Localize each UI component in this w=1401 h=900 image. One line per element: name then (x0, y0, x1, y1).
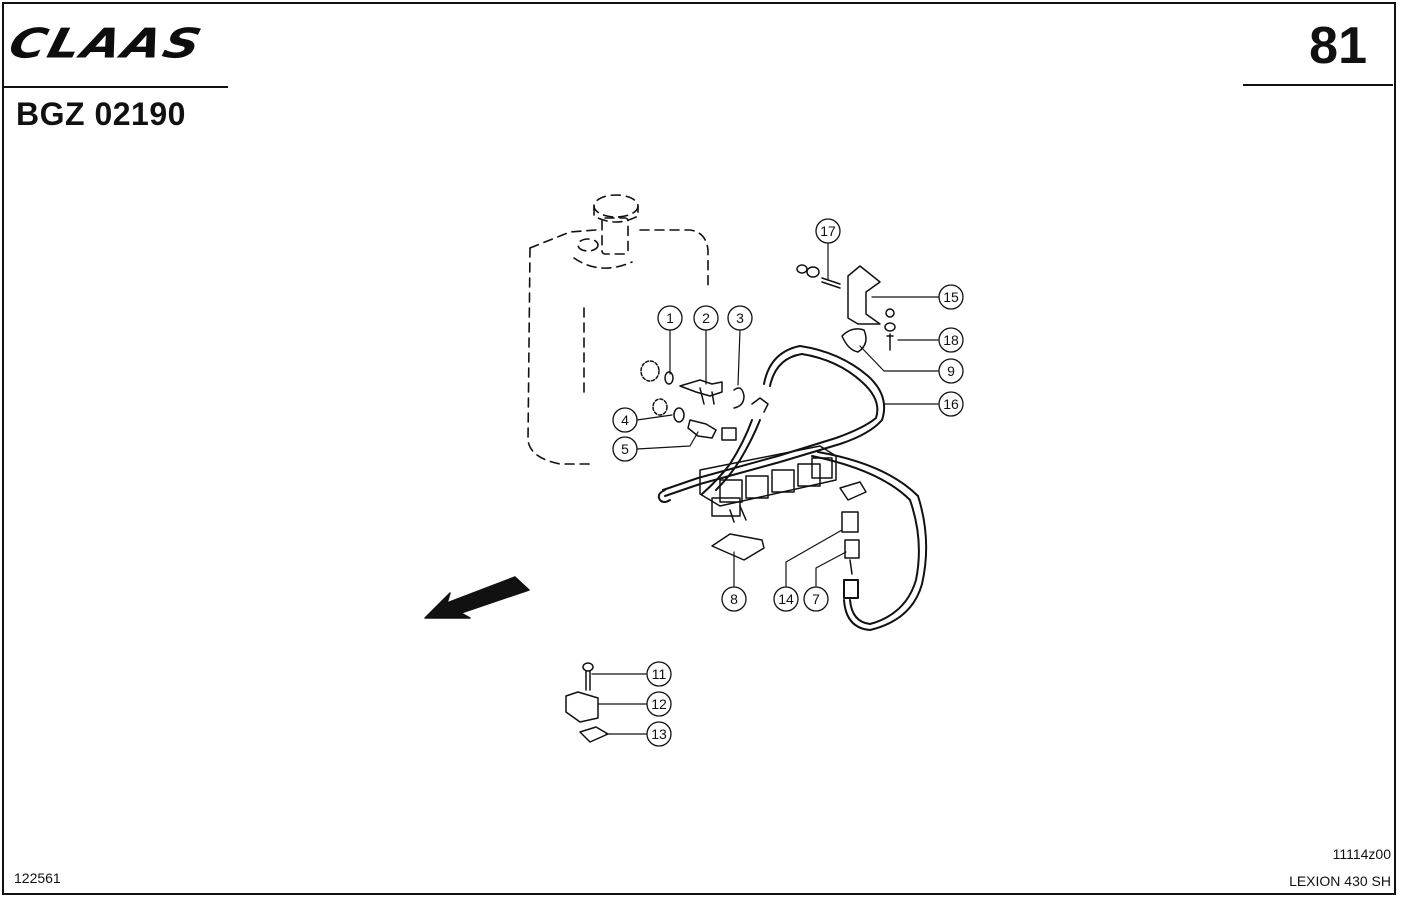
header-rule-left (4, 86, 228, 88)
sheet-id: 122561 (14, 870, 61, 886)
callout-16: 16 (938, 391, 964, 417)
callouts: 1 2 3 4 5 7 8 9 11 12 13 14 15 16 17 18 (612, 218, 964, 747)
callout-17: 17 (815, 218, 841, 244)
svg-text:1: 1 (666, 310, 674, 326)
callout-11: 11 (646, 661, 672, 687)
callout-9: 9 (938, 358, 964, 384)
svg-text:11: 11 (652, 666, 667, 682)
svg-text:5: 5 (621, 441, 629, 457)
svg-text:9: 9 (947, 363, 955, 379)
callout-7: 7 (803, 586, 829, 612)
hydraulic-tank-outline (527, 194, 709, 465)
header-rule-right (1243, 84, 1393, 86)
mounting-bracket (796, 264, 896, 353)
callout-8: 8 (721, 586, 747, 612)
callout-5: 5 (612, 436, 638, 462)
lower-fitting-group (565, 662, 609, 743)
svg-text:3: 3 (736, 310, 744, 326)
sensor-fittings (640, 360, 769, 441)
callout-14: 14 (773, 586, 799, 612)
valve-block-assembly (699, 445, 837, 523)
cable-harness (657, 345, 928, 631)
page-number: 81 (1309, 17, 1367, 75)
callout-3: 3 (727, 305, 753, 331)
connector-plate (711, 533, 765, 561)
drawing-reference: 11114z00 (1332, 846, 1391, 862)
pressure-switch (839, 481, 867, 575)
svg-text:13: 13 (651, 726, 667, 742)
direction-arrow-icon (424, 576, 530, 619)
svg-text:14: 14 (778, 591, 794, 607)
callout-4: 4 (612, 407, 638, 433)
svg-text:18: 18 (943, 332, 959, 348)
callout-2: 2 (693, 305, 719, 331)
svg-text:16: 16 (943, 396, 959, 412)
callout-13: 13 (646, 721, 672, 747)
svg-text:4: 4 (621, 412, 629, 428)
machine-model: LEXION 430 SH (1289, 873, 1391, 889)
callout-15: 15 (938, 284, 964, 310)
callout-18: 18 (938, 327, 964, 353)
leader-lines (591, 243, 940, 735)
svg-text:7: 7 (812, 591, 820, 607)
group-code: BGZ 02190 (16, 96, 186, 132)
svg-text:12: 12 (651, 696, 667, 712)
svg-text:8: 8 (730, 591, 738, 607)
svg-text:2: 2 (702, 310, 710, 326)
svg-text:17: 17 (820, 223, 836, 239)
callout-1: 1 (657, 305, 683, 331)
svg-text:15: 15 (943, 289, 959, 305)
callout-12: 12 (646, 691, 672, 717)
